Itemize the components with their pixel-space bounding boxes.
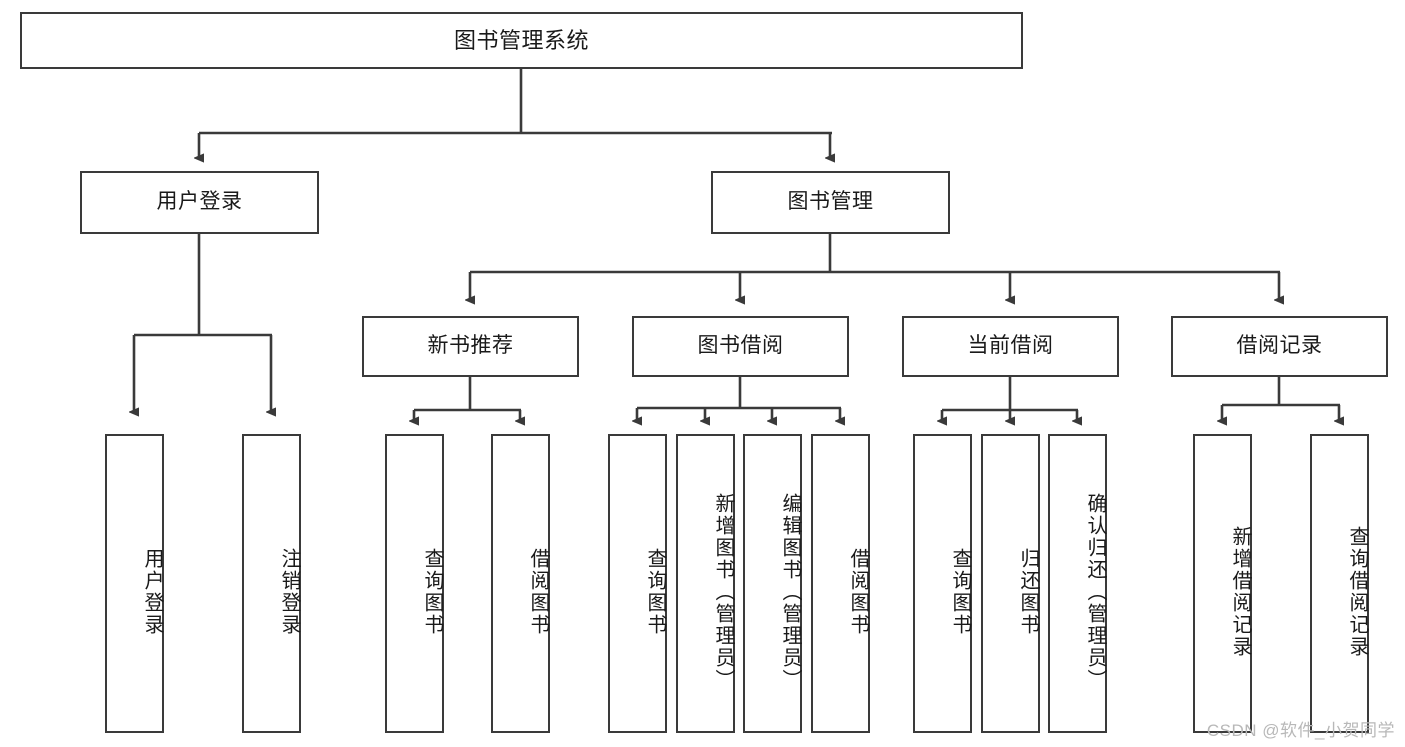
leaf-borrow-book-recommendation[interactable]: 借阅图书 (491, 434, 550, 733)
node-user-login[interactable]: 用户登录 (80, 171, 319, 234)
leaf-user-login[interactable]: 用户登录 (105, 434, 164, 733)
node-label: 借阅图书 (847, 547, 869, 636)
node-current-borrowing[interactable]: 当前借阅 (902, 316, 1119, 377)
node-label: 新书推荐 (427, 334, 514, 358)
node-label: 新增图书（管理员） (712, 492, 734, 691)
node-label: 用户登录 (141, 547, 163, 636)
leaf-add-borrowing-record[interactable]: 新增借阅记录 (1193, 434, 1252, 733)
node-new-book-recommendation[interactable]: 新书推荐 (362, 316, 579, 377)
node-label: 新增借阅记录 (1229, 525, 1251, 658)
leaf-confirm-return-admin[interactable]: 确认归还（管理员） (1048, 434, 1107, 733)
leaf-borrow-book[interactable]: 借阅图书 (811, 434, 870, 733)
leaf-query-borrowing-record[interactable]: 查询借阅记录 (1310, 434, 1369, 733)
leaf-return-book[interactable]: 归还图书 (981, 434, 1040, 733)
node-label: 图书借阅 (697, 334, 784, 358)
node-label: 归还图书 (1017, 547, 1039, 636)
node-label: 查询图书 (644, 547, 666, 636)
node-label: 确认归还（管理员） (1084, 492, 1106, 691)
node-label: 查询图书 (421, 547, 443, 636)
node-book-management[interactable]: 图书管理 (711, 171, 950, 234)
node-label: 图书管理系统 (453, 27, 589, 53)
node-book-borrowing[interactable]: 图书借阅 (632, 316, 849, 377)
node-label: 编辑图书（管理员） (779, 492, 801, 691)
node-label: 当前借阅 (967, 334, 1054, 358)
leaf-query-book-recommendation[interactable]: 查询图书 (385, 434, 444, 733)
node-label: 用户登录 (156, 190, 243, 214)
leaf-logout-login[interactable]: 注销登录 (242, 434, 301, 733)
node-label: 注销登录 (278, 547, 300, 636)
node-label: 借阅图书 (527, 547, 549, 636)
node-borrowing-records[interactable]: 借阅记录 (1171, 316, 1388, 377)
node-label: 查询图书 (949, 547, 971, 636)
node-label: 借阅记录 (1236, 334, 1323, 358)
csdn-watermark: CSDN @软件_小贺同学 (1206, 721, 1395, 740)
node-label: 查询借阅记录 (1346, 525, 1368, 658)
node-root-book-management-system[interactable]: 图书管理系统 (20, 12, 1023, 69)
node-label: 图书管理 (787, 190, 874, 214)
leaf-query-book-borrowing[interactable]: 查询图书 (608, 434, 667, 733)
leaf-add-book-admin[interactable]: 新增图书（管理员） (676, 434, 735, 733)
leaf-query-book-current[interactable]: 查询图书 (913, 434, 972, 733)
leaf-edit-book-admin[interactable]: 编辑图书（管理员） (743, 434, 802, 733)
